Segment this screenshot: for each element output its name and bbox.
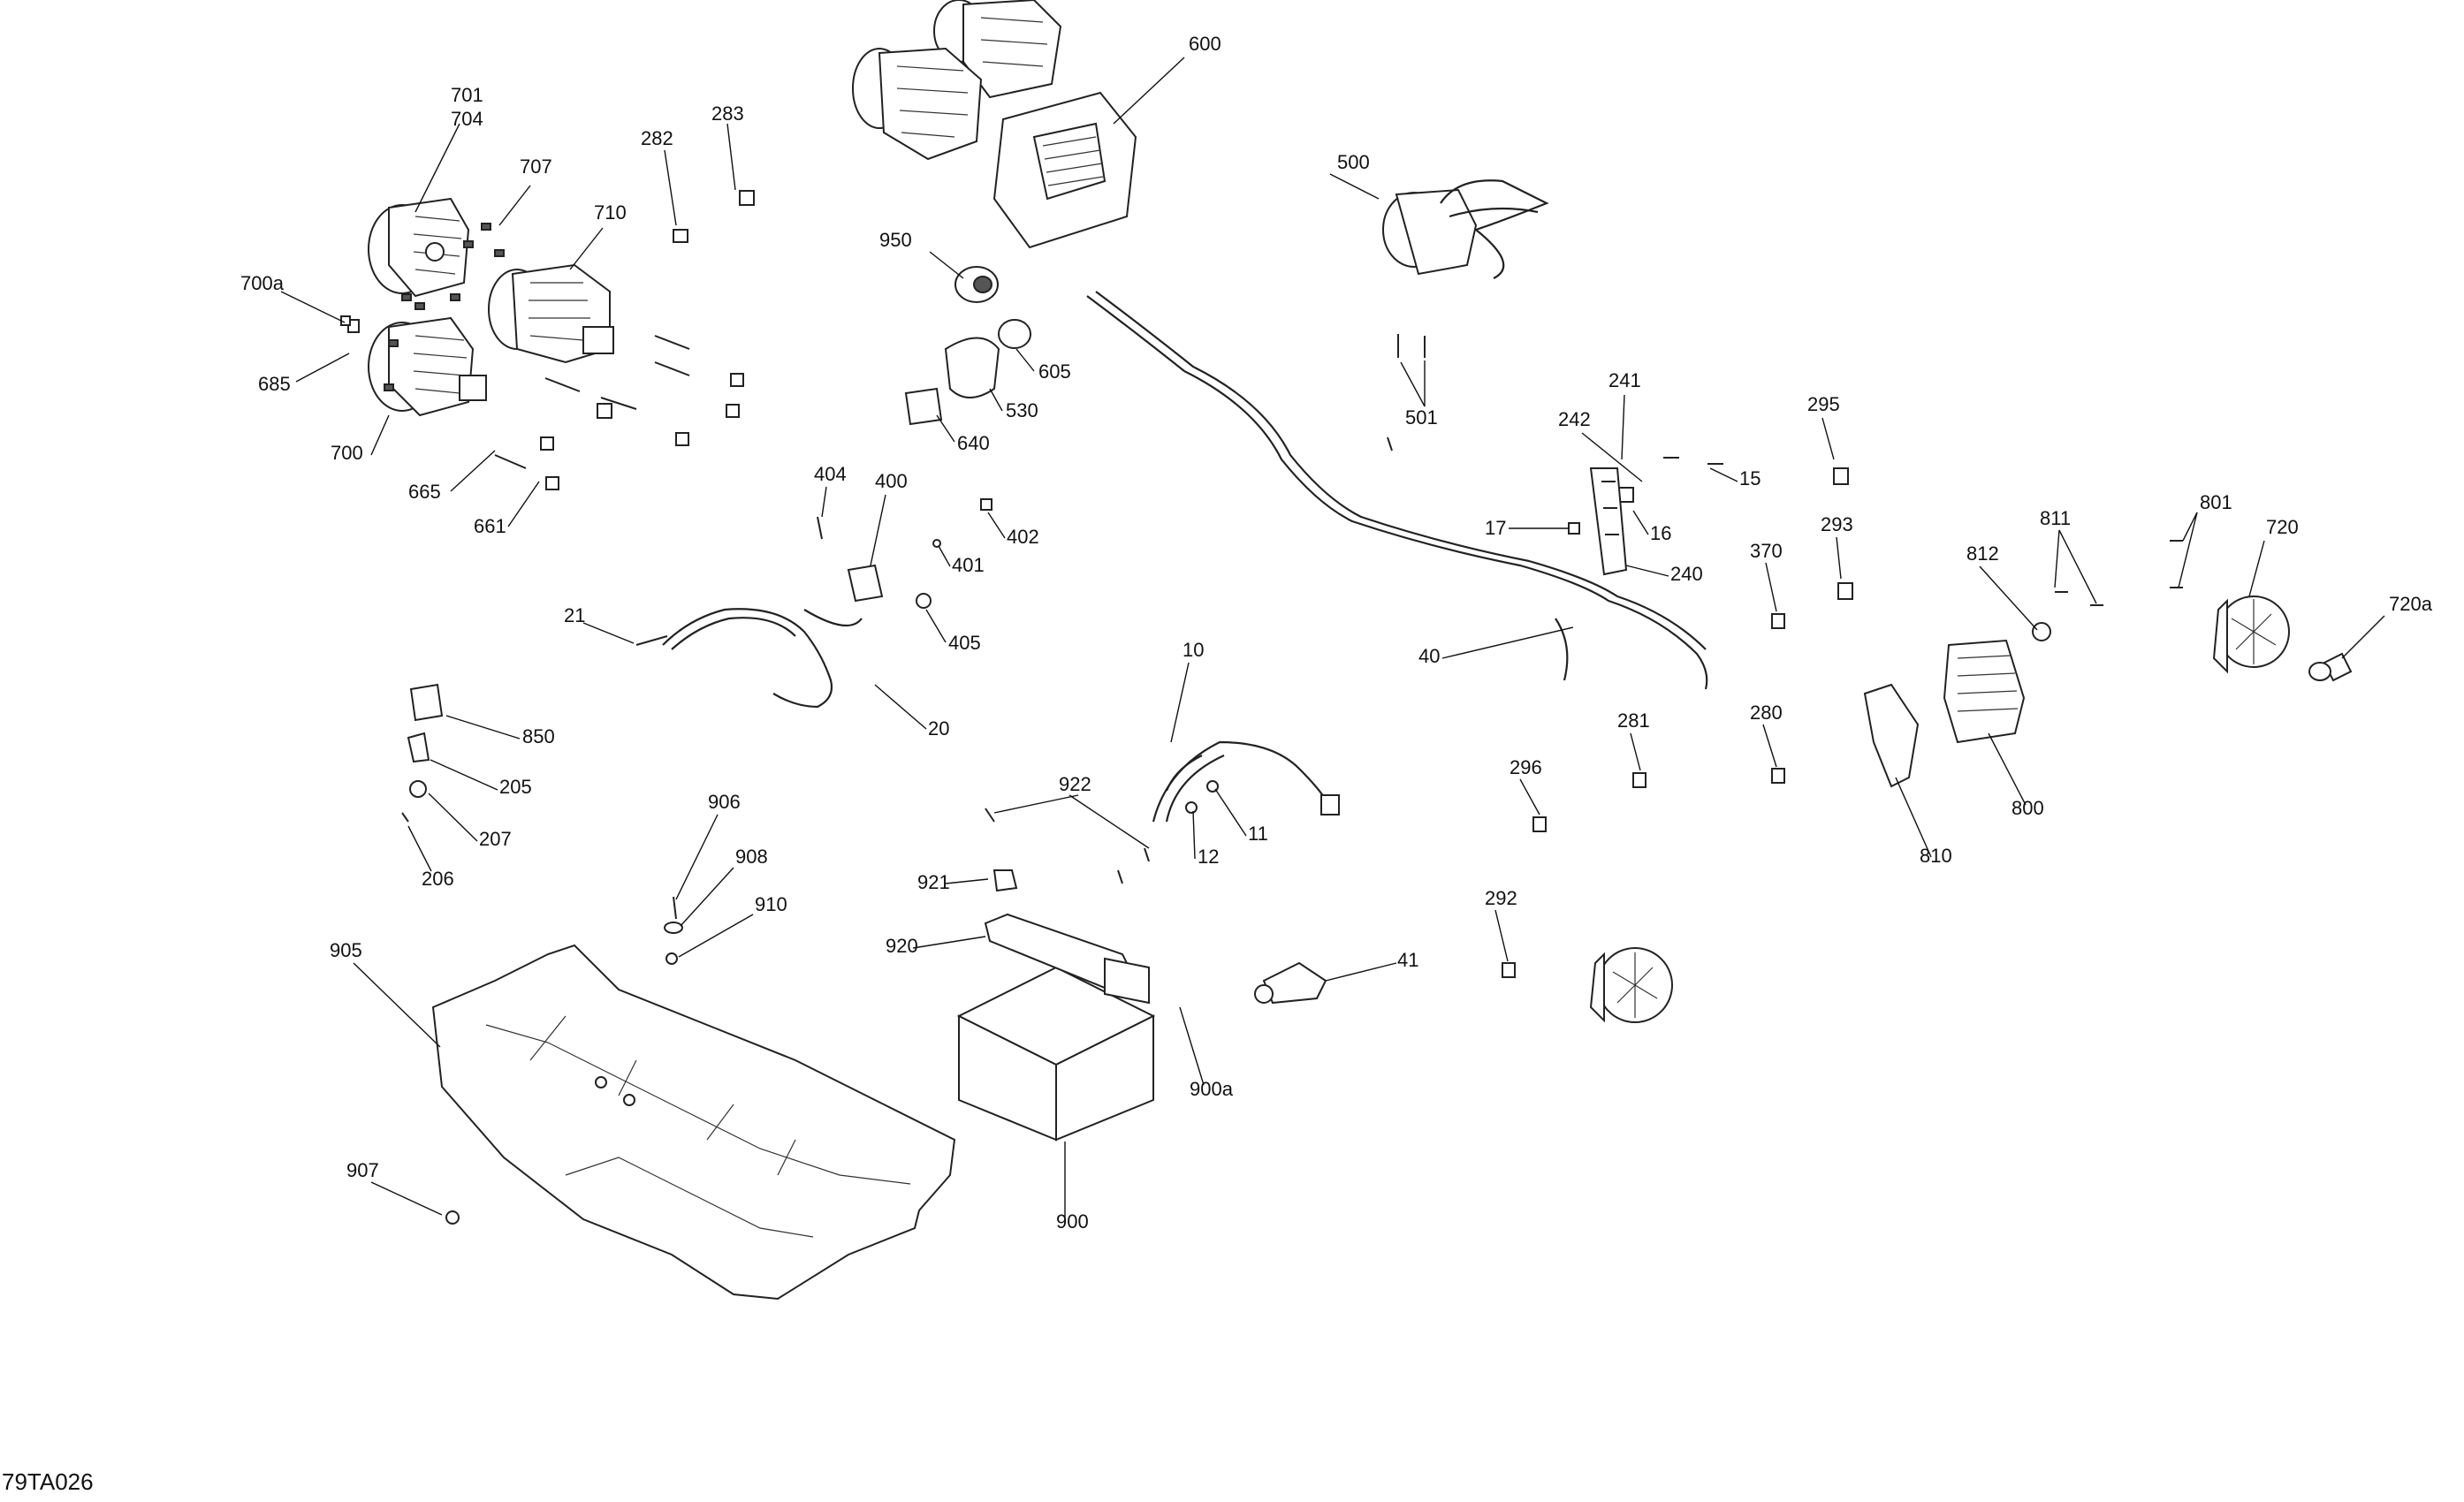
part-fog-light — [1589, 947, 1673, 1023]
callout-295: 295 — [1807, 393, 1840, 415]
callout-640: 640 — [957, 432, 990, 454]
callout-41: 41 — [1397, 949, 1418, 971]
callout-907: 907 — [346, 1159, 379, 1181]
part-relay-module — [1943, 639, 2026, 744]
callout-40: 40 — [1418, 645, 1440, 667]
callout-16: 16 — [1650, 522, 1671, 544]
callout-10: 10 — [1183, 639, 1204, 661]
callout-810: 810 — [1920, 845, 1952, 867]
part-auxiliary-light — [2212, 595, 2290, 674]
callout-15: 15 — [1739, 467, 1761, 489]
callout-205: 205 — [499, 776, 532, 798]
callout-20: 20 — [928, 717, 949, 740]
part-fuse-holder — [401, 683, 444, 823]
part-lamp-bulb — [2308, 652, 2353, 682]
callout-293: 293 — [1821, 513, 1853, 535]
part-socket-ring — [998, 319, 1031, 349]
callout-661: 661 — [474, 515, 506, 537]
callout-241: 241 — [1608, 369, 1641, 391]
callout-21: 21 — [564, 604, 585, 626]
part-headlight-housing-upper — [368, 197, 470, 298]
callout-950: 950 — [879, 229, 912, 251]
callout-920: 920 — [886, 935, 918, 957]
callout-17: 17 — [1485, 517, 1506, 539]
callout-281: 281 — [1617, 709, 1650, 732]
part-ground-cable — [1152, 740, 1340, 823]
leader-lines — [280, 57, 2385, 1224]
callout-908: 908 — [735, 846, 768, 868]
callout-12: 12 — [1198, 846, 1219, 868]
callout-906: 906 — [708, 791, 741, 813]
part-horn-front — [852, 47, 983, 161]
part-relay-bracket — [1863, 683, 1920, 788]
callout-405: 405 — [948, 632, 981, 654]
callout-701: 701 — [451, 84, 483, 106]
part-battery-cable — [635, 564, 884, 709]
callout-206: 206 — [422, 868, 454, 890]
callout-296: 296 — [1510, 756, 1542, 778]
callout-707: 707 — [520, 156, 552, 178]
callout-900: 900 — [1056, 1210, 1089, 1233]
callout-207: 207 — [479, 828, 512, 850]
callout-800: 800 — [2012, 797, 2044, 819]
callout-605: 605 — [1038, 360, 1071, 383]
figure-reference-code: 79TA026 — [2, 1468, 94, 1495]
callout-665: 665 — [408, 481, 441, 503]
callout-812: 812 — [1966, 542, 1999, 565]
callout-292: 292 — [1485, 887, 1517, 909]
part-connector-lower — [904, 387, 943, 426]
callout-11: 11 — [1248, 823, 1268, 845]
callout-710: 710 — [594, 201, 627, 224]
callout-921: 921 — [917, 871, 950, 893]
callout-240: 240 — [1670, 563, 1703, 585]
part-wiring-harness-main — [1086, 291, 1708, 690]
callout-700a: 700a — [240, 272, 285, 294]
callout-811: 811 — [2040, 507, 2071, 529]
part-power-socket — [954, 266, 999, 303]
part-headlight-housing-lower — [368, 316, 487, 417]
small-bolts-center — [1397, 334, 1723, 535]
callout-404: 404 — [814, 463, 847, 485]
callout-500: 500 — [1337, 151, 1370, 173]
callout-720: 720 — [2266, 516, 2299, 538]
callout-801: 801 — [2200, 491, 2232, 513]
callout-501: 501 — [1405, 406, 1438, 429]
part-horn-rear — [933, 0, 1062, 99]
part-hardware-mid — [445, 498, 1219, 1225]
part-headlight-module — [488, 263, 614, 364]
part-socket-holder — [944, 337, 1000, 398]
callout-900a: 900a — [1190, 1078, 1234, 1100]
callout-600: 600 — [1189, 33, 1221, 55]
callout-280: 280 — [1750, 702, 1783, 724]
callout-370: 370 — [1750, 540, 1783, 562]
callout-850: 850 — [522, 725, 555, 747]
callout-910: 910 — [755, 893, 787, 915]
callout-685: 685 — [258, 373, 291, 395]
callout-704: 704 — [451, 108, 483, 130]
callout-700: 700 — [331, 442, 363, 464]
callout-402: 402 — [1007, 526, 1039, 548]
callout-242: 242 — [1558, 408, 1591, 430]
part-harness-support — [1589, 467, 1628, 576]
callout-530: 530 — [1006, 399, 1038, 421]
part-battery-hold-down — [984, 913, 1150, 1005]
callout-400: 400 — [875, 470, 908, 492]
callouts: 701 704 707 710 700a 685 700 665 661 282… — [240, 33, 2433, 1233]
callout-282: 282 — [641, 127, 673, 149]
callout-401: 401 — [952, 554, 985, 576]
part-right-hardware — [1387, 436, 2183, 978]
part-battery-tray — [431, 944, 956, 1301]
callout-720a: 720a — [2389, 593, 2433, 615]
callout-905: 905 — [330, 939, 362, 961]
small-screws-headlight — [340, 190, 755, 490]
part-battery-cable-bracket — [1254, 961, 1327, 1005]
part-voltage-regulator — [992, 91, 1137, 249]
part-fan-assembly — [1382, 179, 1549, 279]
callout-283: 283 — [711, 102, 744, 125]
callout-922: 922 — [1059, 773, 1091, 795]
